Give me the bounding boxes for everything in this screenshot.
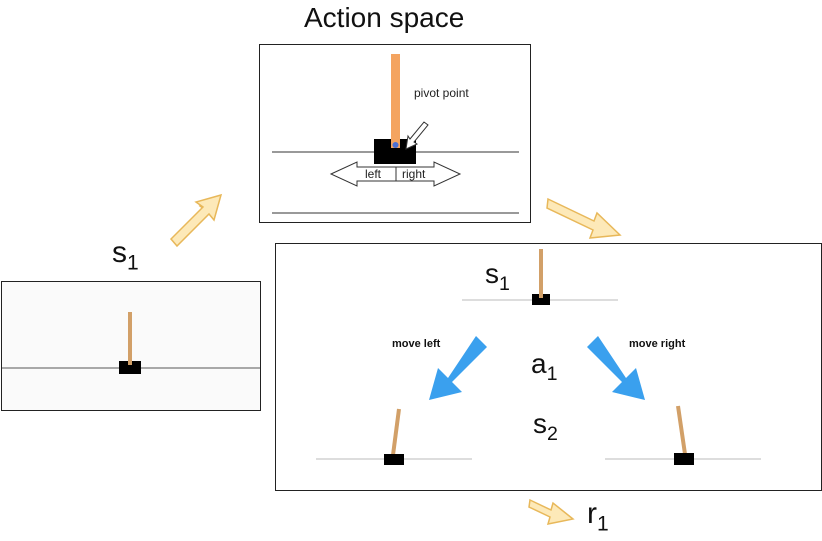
tree-root-s1-sub: 1 <box>499 272 510 295</box>
initial-state-illustration <box>2 312 260 374</box>
right-child-pole <box>676 405 687 455</box>
arrow-to-tree <box>546 197 622 239</box>
state-s1-base: s <box>112 236 127 269</box>
move-left-arrow <box>429 336 487 400</box>
transition-tree-illustration: move left move right <box>316 249 761 465</box>
arrow-to-reward <box>528 498 575 525</box>
root-pole-base <box>539 294 543 298</box>
tree-action-a1-sub: 1 <box>546 362 558 385</box>
state-s1-sub: 1 <box>127 251 139 275</box>
action-space-title: Action space <box>304 2 465 33</box>
tree-action-a1-base: a <box>531 348 547 379</box>
pivot-pointer-arrow <box>405 121 429 150</box>
pole-base <box>128 361 132 365</box>
cart <box>119 361 141 374</box>
tree-next-s2-base: s <box>533 408 547 439</box>
pivot-point-label: pivot point <box>414 86 469 100</box>
left-child-cart <box>384 454 404 465</box>
pivot-dot <box>392 142 399 148</box>
right-label: right <box>402 167 426 181</box>
move-right-label: move right <box>629 338 686 350</box>
tree-root-s1-base: s <box>485 258 499 289</box>
pole <box>391 54 400 148</box>
tree-next-s2-label: s2 <box>533 408 558 446</box>
left-label: left <box>365 167 382 181</box>
initial-state-panel <box>1 281 261 411</box>
action-space-panel: left right pivot point <box>259 44 531 223</box>
action-space-illustration: left right pivot point <box>272 54 519 214</box>
move-right-arrow <box>587 336 645 400</box>
reward-r1-sub: 1 <box>597 512 609 536</box>
reward-r1-base: r <box>587 497 597 530</box>
arrow-to-action-space <box>169 193 223 248</box>
left-child-pole <box>391 408 401 456</box>
right-child-cart <box>674 453 694 465</box>
move-left-label: move left <box>392 338 441 350</box>
pole <box>128 312 132 364</box>
reward-r1-label: r1 <box>587 497 609 536</box>
root-cart <box>532 294 550 305</box>
transition-tree-panel: move left move right <box>275 243 822 491</box>
tree-next-s2-sub: 2 <box>547 422 558 445</box>
state-s1-label: s1 <box>112 236 139 275</box>
tree-root-s1-label: s1 <box>485 258 510 296</box>
root-pole <box>539 249 543 297</box>
tree-action-a1-label: a1 <box>531 348 557 386</box>
